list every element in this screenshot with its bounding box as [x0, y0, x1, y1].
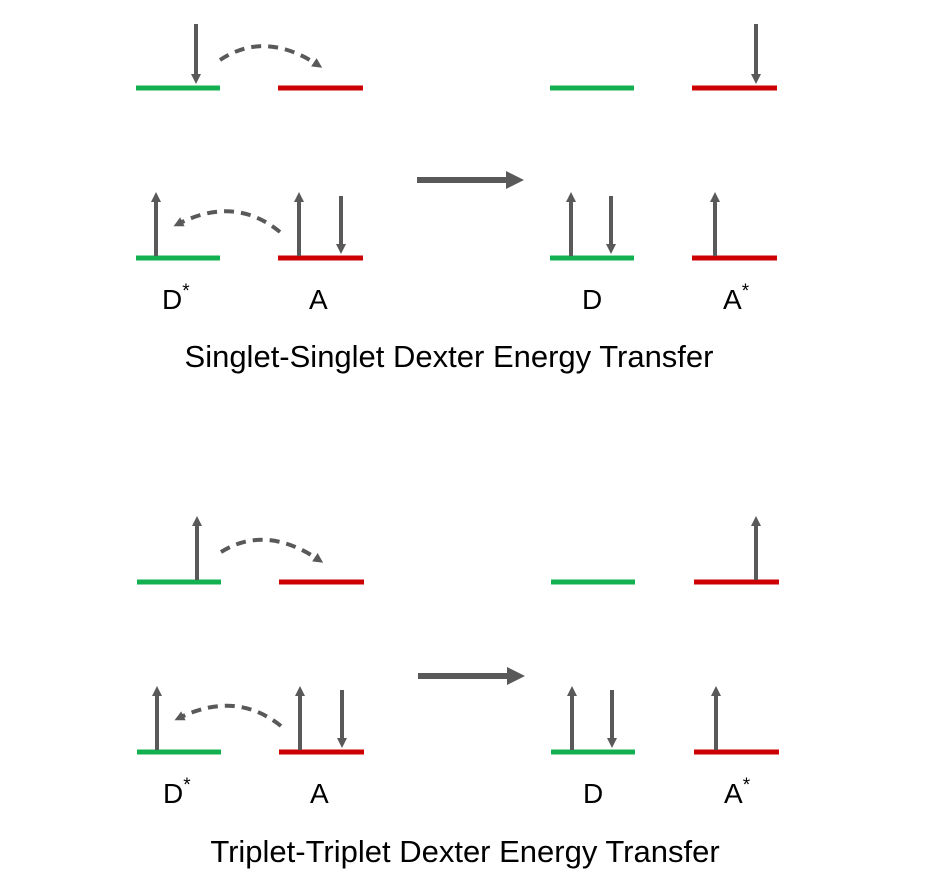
- donor-label-initial: D*: [163, 775, 191, 809]
- triplet-triplet-panel: D* A D A* Triplet-Triplet Dexter Energy …: [137, 516, 779, 869]
- acceptor-label-initial: A: [309, 284, 328, 315]
- acceptor-label-final: A*: [724, 775, 751, 809]
- donor-label-final: D: [583, 778, 603, 809]
- donor-label-initial: D*: [162, 281, 190, 315]
- singlet-singlet-panel: D* A D A* Singlet-Singlet Dexter Energy …: [136, 24, 777, 374]
- acceptor-label-initial: A: [310, 778, 329, 809]
- electron-transfer-dashed-arrow: [173, 209, 282, 234]
- electron-transfer-dashed-arrow: [174, 703, 283, 728]
- donor-label-final: D: [582, 284, 602, 315]
- electron-transfer-dashed-arrow: [219, 537, 324, 563]
- panel-title: Singlet-Singlet Dexter Energy Transfer: [185, 339, 714, 374]
- panel-title: Triplet-Triplet Dexter Energy Transfer: [210, 834, 719, 869]
- acceptor-label-final: A*: [723, 281, 750, 315]
- electron-transfer-dashed-arrow: [218, 44, 323, 68]
